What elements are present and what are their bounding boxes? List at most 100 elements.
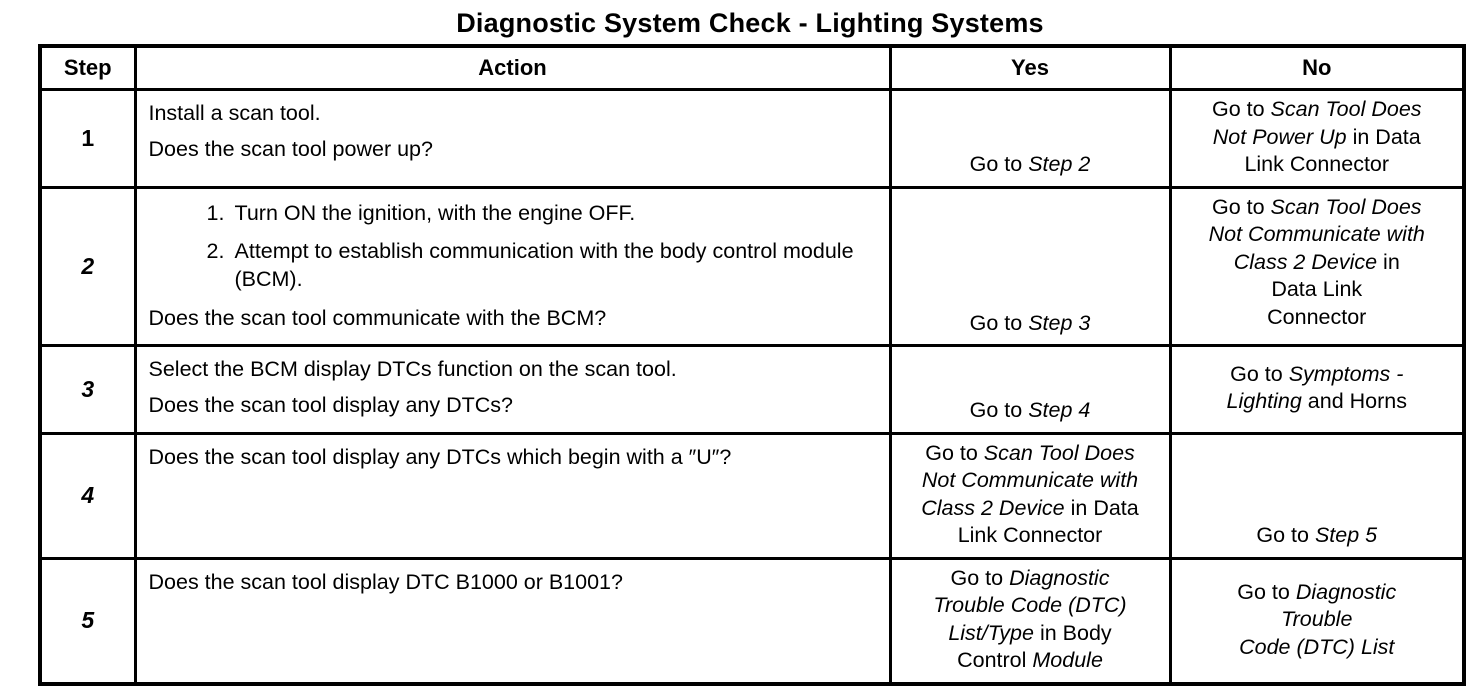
plain-text: Go to <box>950 565 1010 590</box>
action-line: Does the scan tool display any DTCs? <box>148 393 513 418</box>
plain-text: Link Connector <box>957 523 1103 548</box>
choice-line: Not Power Up in Data <box>1180 124 1455 152</box>
step-cell: 2 <box>38 185 137 348</box>
choice-line: Go to Step 2 <box>900 151 1161 179</box>
reference-text: Class 2 Device <box>921 495 1065 520</box>
action-line: Select the BCM display DTCs function on … <box>148 357 677 382</box>
choice-line: Lighting and Horns <box>1180 388 1455 416</box>
reference-text: List/Type <box>948 620 1034 645</box>
step-number: 2 <box>81 252 95 279</box>
choice-line: Go to Step 4 <box>900 397 1161 425</box>
plain-text: Go to <box>969 398 1029 423</box>
reference-text: Trouble Code (DTC) <box>933 593 1127 618</box>
choice-line: Not Communicate with <box>900 467 1161 495</box>
action-cell: Select the BCM display DTCs function on … <box>133 344 892 435</box>
column-header-action: Action <box>133 44 892 91</box>
table-row: 5 Does the scan tool display DTC B1000 or… <box>38 556 1466 686</box>
reference-text: Scan Tool Does <box>983 440 1135 465</box>
reference-text: Lighting <box>1226 389 1302 414</box>
plain-text: in Body <box>1033 620 1112 645</box>
choice-line: Control Module <box>900 647 1161 675</box>
plain-text: Control <box>957 648 1033 673</box>
page-title: Diagnostic System Check - Lighting Syste… <box>456 8 1044 38</box>
choice-line: Go to Symptoms - <box>1180 361 1455 389</box>
choice-line: List/Type in Body <box>900 620 1161 648</box>
step-cell: 5 <box>38 556 137 686</box>
reference-text: Code (DTC) List <box>1239 634 1395 659</box>
plain-text: Go to <box>969 310 1029 335</box>
reference-text: Class 2 Device <box>1233 249 1378 274</box>
reference-text: Step 3 <box>1028 310 1091 335</box>
plain-text: Data Link <box>1271 277 1363 302</box>
plain-text: Go to <box>1230 361 1289 386</box>
choice-line: Connector <box>1180 304 1455 332</box>
plain-text: Link Connector <box>1244 152 1390 177</box>
list-number: 2. <box>206 238 225 263</box>
header-row: Step Action Yes No <box>38 44 1466 91</box>
plain-text: Connector <box>1267 304 1367 329</box>
yes-cell: Go to Step 3 <box>888 185 1172 348</box>
plain-text: Go to <box>925 440 984 465</box>
table-row: 1 Install a scan tool.Does the scan tool … <box>38 88 1466 189</box>
reference-text: Not Communicate with <box>921 468 1139 493</box>
step-number: 3 <box>81 375 95 402</box>
step-cell: 1 <box>38 88 137 189</box>
plain-text: in Data <box>1064 495 1139 520</box>
step-cell: 3 <box>38 344 137 435</box>
list-text: Attempt to establish communication with … <box>234 238 854 292</box>
plain-text: in Data <box>1346 124 1421 149</box>
choice-line: Data Link <box>1180 276 1455 304</box>
reference-text: Module <box>1032 648 1103 673</box>
yes-cell: Go to Step 2 <box>888 88 1172 189</box>
table-body: 1 Install a scan tool.Does the scan tool … <box>38 88 1466 686</box>
choice-line: Link Connector <box>1180 151 1455 179</box>
plain-text: Go to <box>969 152 1029 177</box>
table-row: 2 1.Turn ON the ignition, with the engine… <box>38 185 1466 348</box>
no-cell: Go to Symptoms -Lighting and Horns <box>1168 344 1466 435</box>
choice-line: Go to Diagnostic <box>900 565 1161 593</box>
reference-text: Step 2 <box>1028 152 1091 177</box>
action-cell: Does the scan tool display DTC B1000 or … <box>133 556 892 686</box>
reference-text: Diagnostic <box>1295 579 1397 604</box>
step-cell: 4 <box>38 431 137 560</box>
action-line: Does the scan tool power up? <box>148 137 433 162</box>
action-cell: Install a scan tool.Does the scan tool p… <box>133 88 892 189</box>
action-list-item: 2. Attempt to establish communication wit… <box>207 237 877 294</box>
column-header-no: No <box>1168 44 1466 91</box>
reference-text: Step 4 <box>1028 398 1091 423</box>
table-row: 3 Select the BCM display DTCs function on… <box>38 344 1466 435</box>
step-number: 1 <box>81 124 95 151</box>
reference-text: Scan Tool Does <box>1270 194 1422 219</box>
reference-text: Not Power Up <box>1212 124 1347 149</box>
choice-line: Go to Scan Tool Does <box>900 440 1161 468</box>
action-list-item: 1.Turn ON the ignition, with the engine … <box>207 199 877 227</box>
choice-line: Trouble Code (DTC) <box>900 592 1161 620</box>
reference-text: Symptoms - <box>1288 361 1404 386</box>
reference-text: Scan Tool Does <box>1270 97 1422 121</box>
plain-text: in <box>1377 249 1400 274</box>
plain-text: Go to <box>1256 523 1315 548</box>
yes-cell: Go to Step 4 <box>888 344 1172 435</box>
reference-text: Not Communicate with <box>1208 222 1425 247</box>
choice-line: Code (DTC) List <box>1180 634 1455 662</box>
step-number: 4 <box>81 482 95 509</box>
choice-line: Link Connector <box>900 522 1161 550</box>
column-header-yes: Yes <box>888 44 1172 91</box>
choice-line: Go to Scan Tool Does <box>1180 194 1455 222</box>
choice-line: Class 2 Device in <box>1180 249 1455 277</box>
reference-text: Step 5 <box>1314 523 1378 548</box>
list-text: Turn ON the ignition, with the engine OF… <box>234 200 636 225</box>
choice-line: Go to Scan Tool Does <box>1180 96 1455 124</box>
choice-line: Go to Step 3 <box>900 310 1161 338</box>
choice-line: Go to Step 5 <box>1180 522 1455 550</box>
action-line: Does the scan tool display DTC B1000 or … <box>148 569 623 594</box>
choice-line: Trouble <box>1180 606 1455 634</box>
choice-line: Not Communicate with <box>1180 221 1455 249</box>
no-cell: Go to Step 5 <box>1168 431 1466 560</box>
